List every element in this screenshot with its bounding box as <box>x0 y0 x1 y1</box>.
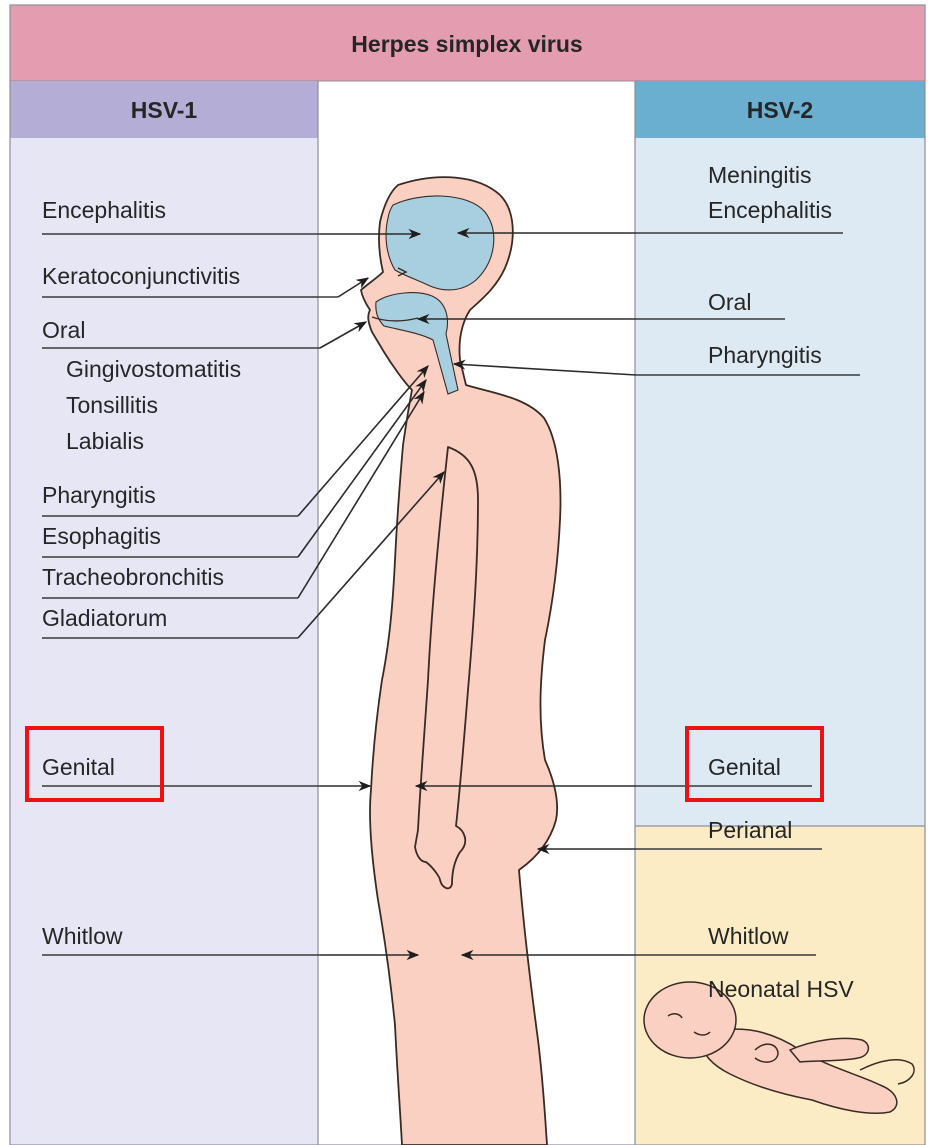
hsv1-keratoconjunctivitis-label: Keratoconjunctivitis <box>42 263 240 289</box>
hsv2-pharyngitis-arrow <box>454 364 636 375</box>
hsv2-perianal-label: Perianal <box>708 817 792 843</box>
hsv2-meningitis-label: Meningitis <box>708 162 812 188</box>
neonatal-hsv-label: Neonatal HSV <box>708 976 854 1002</box>
hsv1-oral-label: Oral <box>42 317 85 343</box>
hsv1-tonsillitis-label: Tonsillitis <box>66 392 158 418</box>
hsv1-tracheobronchitis-label: Tracheobronchitis <box>42 564 224 590</box>
diagram-title: Herpes simplex virus <box>351 31 582 57</box>
hsv1-labialis-label: Labialis <box>66 428 144 454</box>
hsv1-panel <box>10 138 318 1145</box>
hsv2-genital-label: Genital <box>708 754 781 780</box>
hsv1-genital-label: Genital <box>42 754 115 780</box>
hsv2-header: HSV-2 <box>747 97 813 123</box>
hsv2-encephalitis-label: Encephalitis <box>708 197 832 223</box>
hsv2-whitlow-label: Whitlow <box>708 923 789 949</box>
hsv1-header: HSV-1 <box>131 97 198 123</box>
oral-arrow <box>320 322 366 348</box>
hsv2-pharyngitis-label: Pharyngitis <box>708 342 822 368</box>
body-silhouette <box>361 177 560 1145</box>
hsv1-encephalitis-label: Encephalitis <box>42 197 166 223</box>
hsv1-gingivostomatitis-label: Gingivostomatitis <box>66 356 241 382</box>
hsv2-oral-label: Oral <box>708 289 751 315</box>
hsv2-panel <box>635 138 925 826</box>
hsv1-whitlow-label: Whitlow <box>42 923 123 949</box>
hsv1-pharyngitis-label: Pharyngitis <box>42 482 156 508</box>
hsv1-esophagitis-label: Esophagitis <box>42 523 161 549</box>
hsv1-gladiatorum-label: Gladiatorum <box>42 605 167 631</box>
